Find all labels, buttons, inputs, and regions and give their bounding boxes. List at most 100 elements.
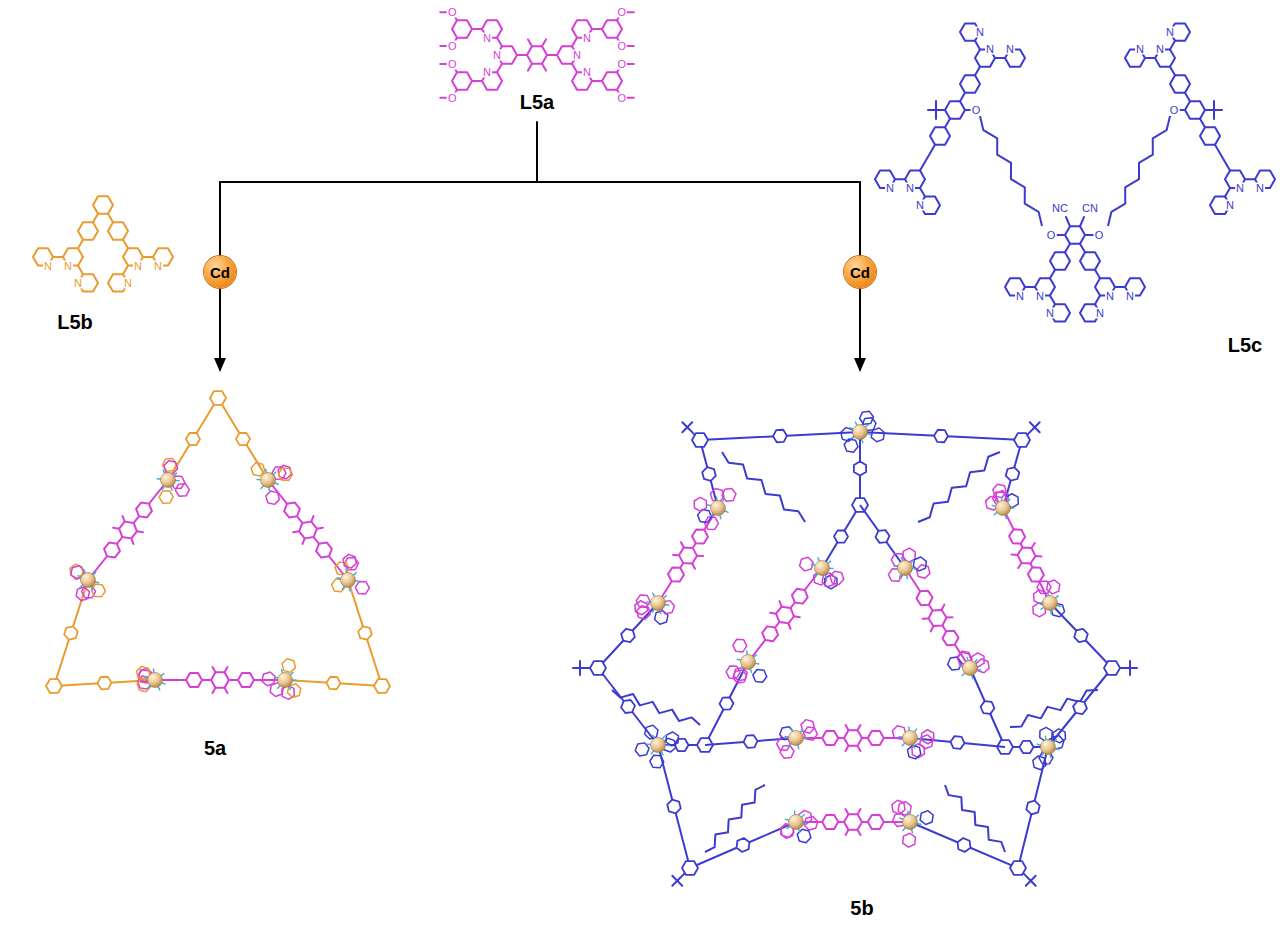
- ring: [744, 735, 758, 748]
- atom-label: O: [616, 7, 627, 18]
- ring: [238, 673, 254, 687]
- ring: [358, 626, 372, 639]
- ring: [702, 467, 716, 481]
- atom-label: NC: [1051, 203, 1069, 214]
- ring: [159, 491, 173, 503]
- bond: [1095, 296, 1100, 305]
- linker: [970, 668, 1048, 747]
- ring: [136, 503, 152, 518]
- bond: [748, 568, 822, 662]
- bond: [672, 881, 677, 886]
- ring: [951, 736, 965, 749]
- atom-label: N: [153, 260, 163, 271]
- ring: [316, 543, 332, 558]
- ring: [119, 522, 137, 539]
- atom-label: O: [447, 92, 458, 103]
- ring: [801, 720, 815, 734]
- bond: [1003, 508, 1050, 603]
- bond: [528, 64, 532, 71]
- alkyl-chain: [918, 452, 1000, 522]
- bond: [547, 54, 557, 56]
- ring: [374, 679, 390, 693]
- bond: [960, 93, 965, 102]
- bond: [572, 64, 577, 73]
- ring: [1104, 661, 1120, 675]
- ring: [1074, 629, 1088, 642]
- linker: [54, 580, 155, 686]
- ring: [211, 672, 229, 688]
- bond: [53, 256, 63, 258]
- ring: [210, 391, 226, 405]
- ring: [920, 735, 933, 749]
- bond: [1057, 234, 1065, 236]
- ring: [78, 222, 98, 239]
- bond: [627, 45, 634, 47]
- bond: [78, 266, 83, 275]
- bond: [627, 11, 634, 13]
- ring: [299, 522, 317, 539]
- bond: [965, 109, 970, 111]
- ring: [1037, 581, 1051, 593]
- bond: [627, 97, 634, 99]
- ring: [780, 746, 794, 759]
- bond: [1145, 57, 1155, 59]
- cd-sphere: [903, 815, 918, 830]
- bond: [1120, 667, 1130, 669]
- atom-label: N: [1235, 182, 1245, 193]
- atom-label: O: [447, 7, 458, 18]
- alkyl-chain: [1108, 116, 1170, 226]
- cd-sphere: [711, 501, 726, 516]
- bond: [455, 69, 457, 72]
- bond: [928, 109, 936, 111]
- cd-sphere: [161, 473, 176, 488]
- compound-label: L5a: [520, 92, 554, 112]
- atom-label: O: [616, 59, 627, 70]
- ring: [981, 701, 995, 714]
- ring: [164, 461, 178, 474]
- bond: [580, 667, 590, 669]
- ring: [792, 589, 808, 604]
- ring: [108, 222, 128, 239]
- ring: [943, 631, 959, 645]
- atom-label: N: [582, 32, 592, 43]
- bond: [975, 67, 980, 76]
- ring: [636, 595, 650, 608]
- linker: [860, 505, 905, 568]
- atom-label: N: [885, 182, 895, 193]
- bond: [517, 54, 527, 56]
- bond: [682, 427, 687, 432]
- bond: [1028, 427, 1035, 434]
- bond: [1205, 109, 1214, 111]
- atom-label: N: [582, 67, 592, 78]
- ring: [773, 430, 787, 442]
- bond: [268, 480, 348, 580]
- ring: [830, 571, 844, 584]
- ring: [960, 75, 980, 92]
- cd-sphere: [898, 561, 913, 576]
- compound-label: L5c: [1228, 335, 1262, 355]
- ring: [720, 697, 734, 709]
- atom-label: O: [616, 92, 627, 103]
- ring: [282, 659, 295, 673]
- bond: [1031, 881, 1036, 886]
- ring: [1073, 701, 1087, 714]
- ring: [91, 584, 105, 597]
- ligand-structure: [33, 196, 173, 291]
- cd-sphere: [341, 573, 356, 588]
- atom-label: N: [1165, 27, 1175, 38]
- linker: [285, 580, 382, 686]
- bond: [123, 266, 128, 275]
- compound-label: 5a: [204, 738, 226, 758]
- arrowhead: [214, 358, 226, 372]
- ring: [278, 468, 292, 480]
- ring: [841, 428, 854, 442]
- bond: [1050, 296, 1055, 305]
- ring: [958, 838, 971, 852]
- bond: [1030, 422, 1035, 427]
- ring: [186, 673, 202, 687]
- atom-label: O: [447, 40, 458, 51]
- bond: [975, 41, 980, 50]
- alkyl-chain: [945, 785, 1005, 852]
